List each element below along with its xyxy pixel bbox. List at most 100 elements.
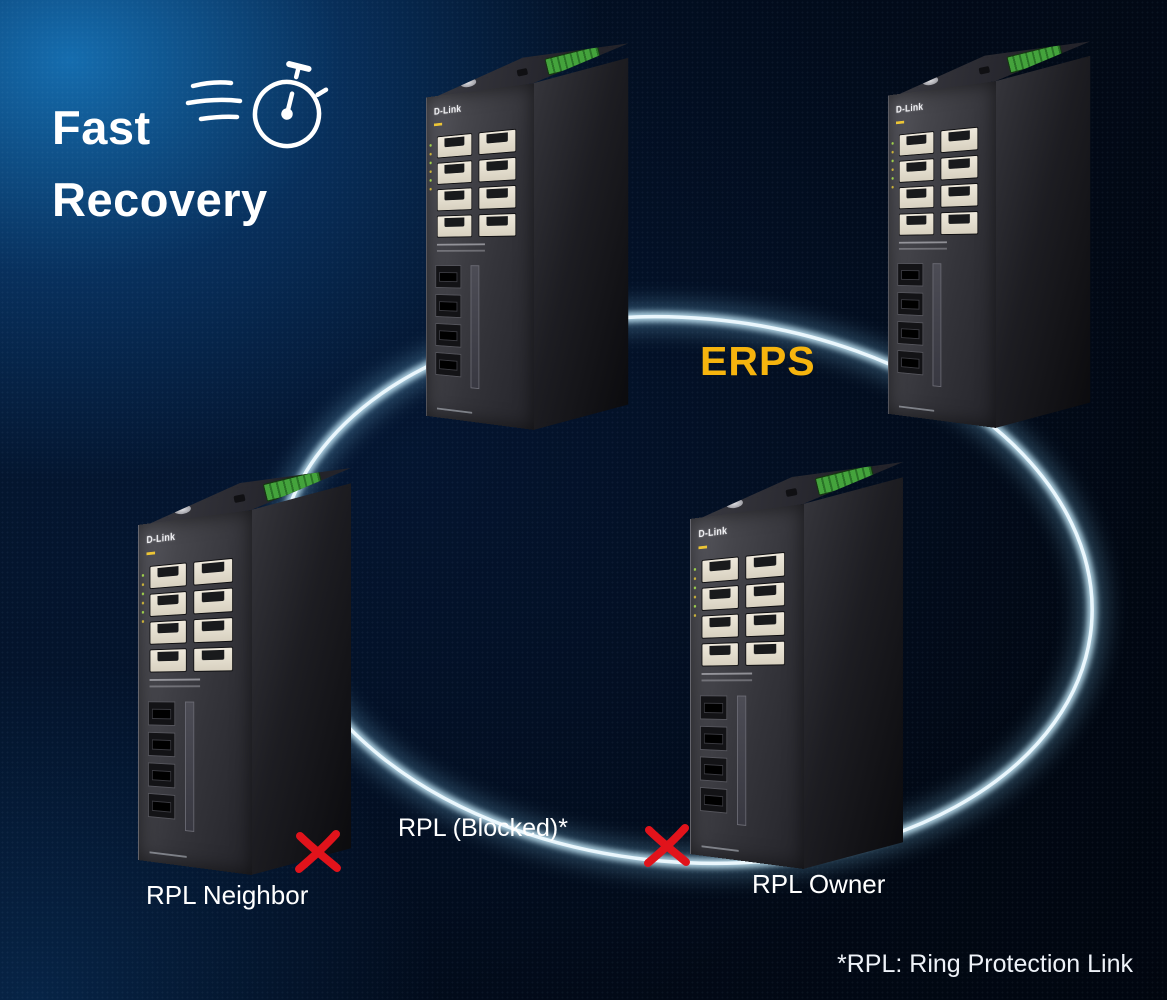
rj45-port [478, 184, 517, 210]
rj45-port [149, 648, 187, 673]
rj45-jack [948, 186, 970, 197]
switch-front-panel: D-Link [425, 83, 535, 430]
rj45-jack [201, 620, 225, 632]
title-line-1: Fast [52, 101, 151, 154]
rj45-port [436, 133, 473, 159]
sfp-port [148, 701, 176, 727]
sfp-port [148, 731, 176, 758]
rj45-port [898, 185, 935, 210]
erps-label: ERPS [700, 338, 816, 384]
rpl-owner-label: RPL Owner [752, 869, 886, 899]
sfp-port [897, 350, 924, 376]
brand-logo: D-Link [146, 531, 176, 547]
switch-top-right: D-Link [867, 29, 1095, 438]
switch-front-panel: D-Link [887, 81, 997, 428]
rj45-port [745, 611, 786, 638]
rj45-jack [157, 651, 179, 662]
rj45-port [149, 590, 187, 617]
rj45-jack [906, 188, 927, 199]
rj45-jack [709, 560, 731, 572]
stopwatch-icon [185, 61, 329, 149]
rj45-port [940, 182, 979, 208]
rj45-port [745, 640, 786, 666]
sfp-port [148, 762, 176, 789]
model-print [898, 405, 935, 412]
rj45-jack [709, 616, 731, 628]
port-label-strip [185, 701, 195, 832]
rj45-port-grid [701, 551, 786, 667]
sfp-port [897, 262, 924, 287]
rj45-jack [906, 161, 927, 173]
rj45-jack [906, 134, 927, 146]
switch-side-panel [995, 55, 1091, 428]
port-label-strip [932, 263, 942, 388]
rj45-port-grid [149, 557, 234, 673]
port-label-strip [737, 695, 747, 826]
status-led [895, 120, 905, 125]
switch-side-panel [251, 483, 351, 875]
sfp-port [435, 322, 462, 348]
rj45-jack [948, 130, 970, 142]
sfp-port [897, 291, 924, 317]
rj45-port [898, 158, 935, 183]
blocked-x-icon-left [295, 830, 341, 873]
rj45-jack [444, 163, 465, 175]
status-led [146, 551, 156, 556]
sfp-port [700, 695, 728, 721]
rpl-blocked-label: RPL (Blocked)* [398, 814, 568, 842]
rj45-jack [906, 215, 927, 226]
rj45-port [898, 131, 935, 157]
sfp-port-column [700, 695, 728, 814]
port-label-strip [470, 265, 480, 390]
rj45-port [940, 126, 979, 154]
rj45-port [940, 154, 979, 181]
rj45-port [193, 617, 234, 644]
brand-logo: D-Link [698, 525, 728, 541]
sfp-port [435, 352, 462, 378]
rj45-port [436, 214, 473, 238]
switch-front-panel: D-Link [689, 504, 804, 869]
model-print [701, 845, 739, 852]
rj45-jack [753, 555, 777, 568]
rj45-jack [709, 645, 731, 656]
rj45-jack [486, 160, 508, 172]
rj45-jack [486, 216, 508, 227]
switch-bottom-left: D-Link [116, 455, 356, 885]
panel-print [436, 243, 485, 246]
sfp-port [435, 293, 462, 319]
blocked-x-icon-right [644, 824, 690, 867]
rj45-port [701, 584, 739, 611]
ground-knob [978, 65, 991, 75]
rj45-port [436, 160, 473, 185]
rj45-port [745, 551, 786, 580]
sfp-port-column [148, 701, 176, 820]
model-print [436, 407, 473, 414]
rj45-jack [157, 622, 179, 634]
model-print [149, 851, 187, 858]
rj45-jack [157, 566, 179, 578]
power-connector [725, 497, 744, 510]
rj45-jack [201, 591, 225, 603]
switch-bottom-right: D-Link [668, 449, 908, 879]
ground-knob [516, 67, 529, 77]
switch-top-left: D-Link [405, 31, 633, 440]
rj45-jack [753, 585, 777, 597]
rj45-jack [753, 643, 777, 655]
rj45-port [940, 211, 979, 236]
rj45-port-grid [898, 126, 979, 236]
rj45-port [701, 556, 739, 584]
rj45-jack [201, 649, 225, 661]
rpl-neighbor-label: RPL Neighbor [146, 880, 309, 910]
panel-print [149, 678, 201, 681]
rj45-port [701, 613, 739, 639]
panel-print [898, 241, 947, 244]
rj45-port [745, 581, 786, 609]
rj45-port [149, 562, 187, 590]
sfp-port [700, 786, 728, 814]
power-connector [921, 75, 939, 87]
sfp-port [435, 264, 462, 289]
rj45-port [193, 557, 234, 586]
ground-knob [233, 493, 246, 504]
rj45-port [193, 587, 234, 615]
rj45-jack [157, 594, 179, 606]
